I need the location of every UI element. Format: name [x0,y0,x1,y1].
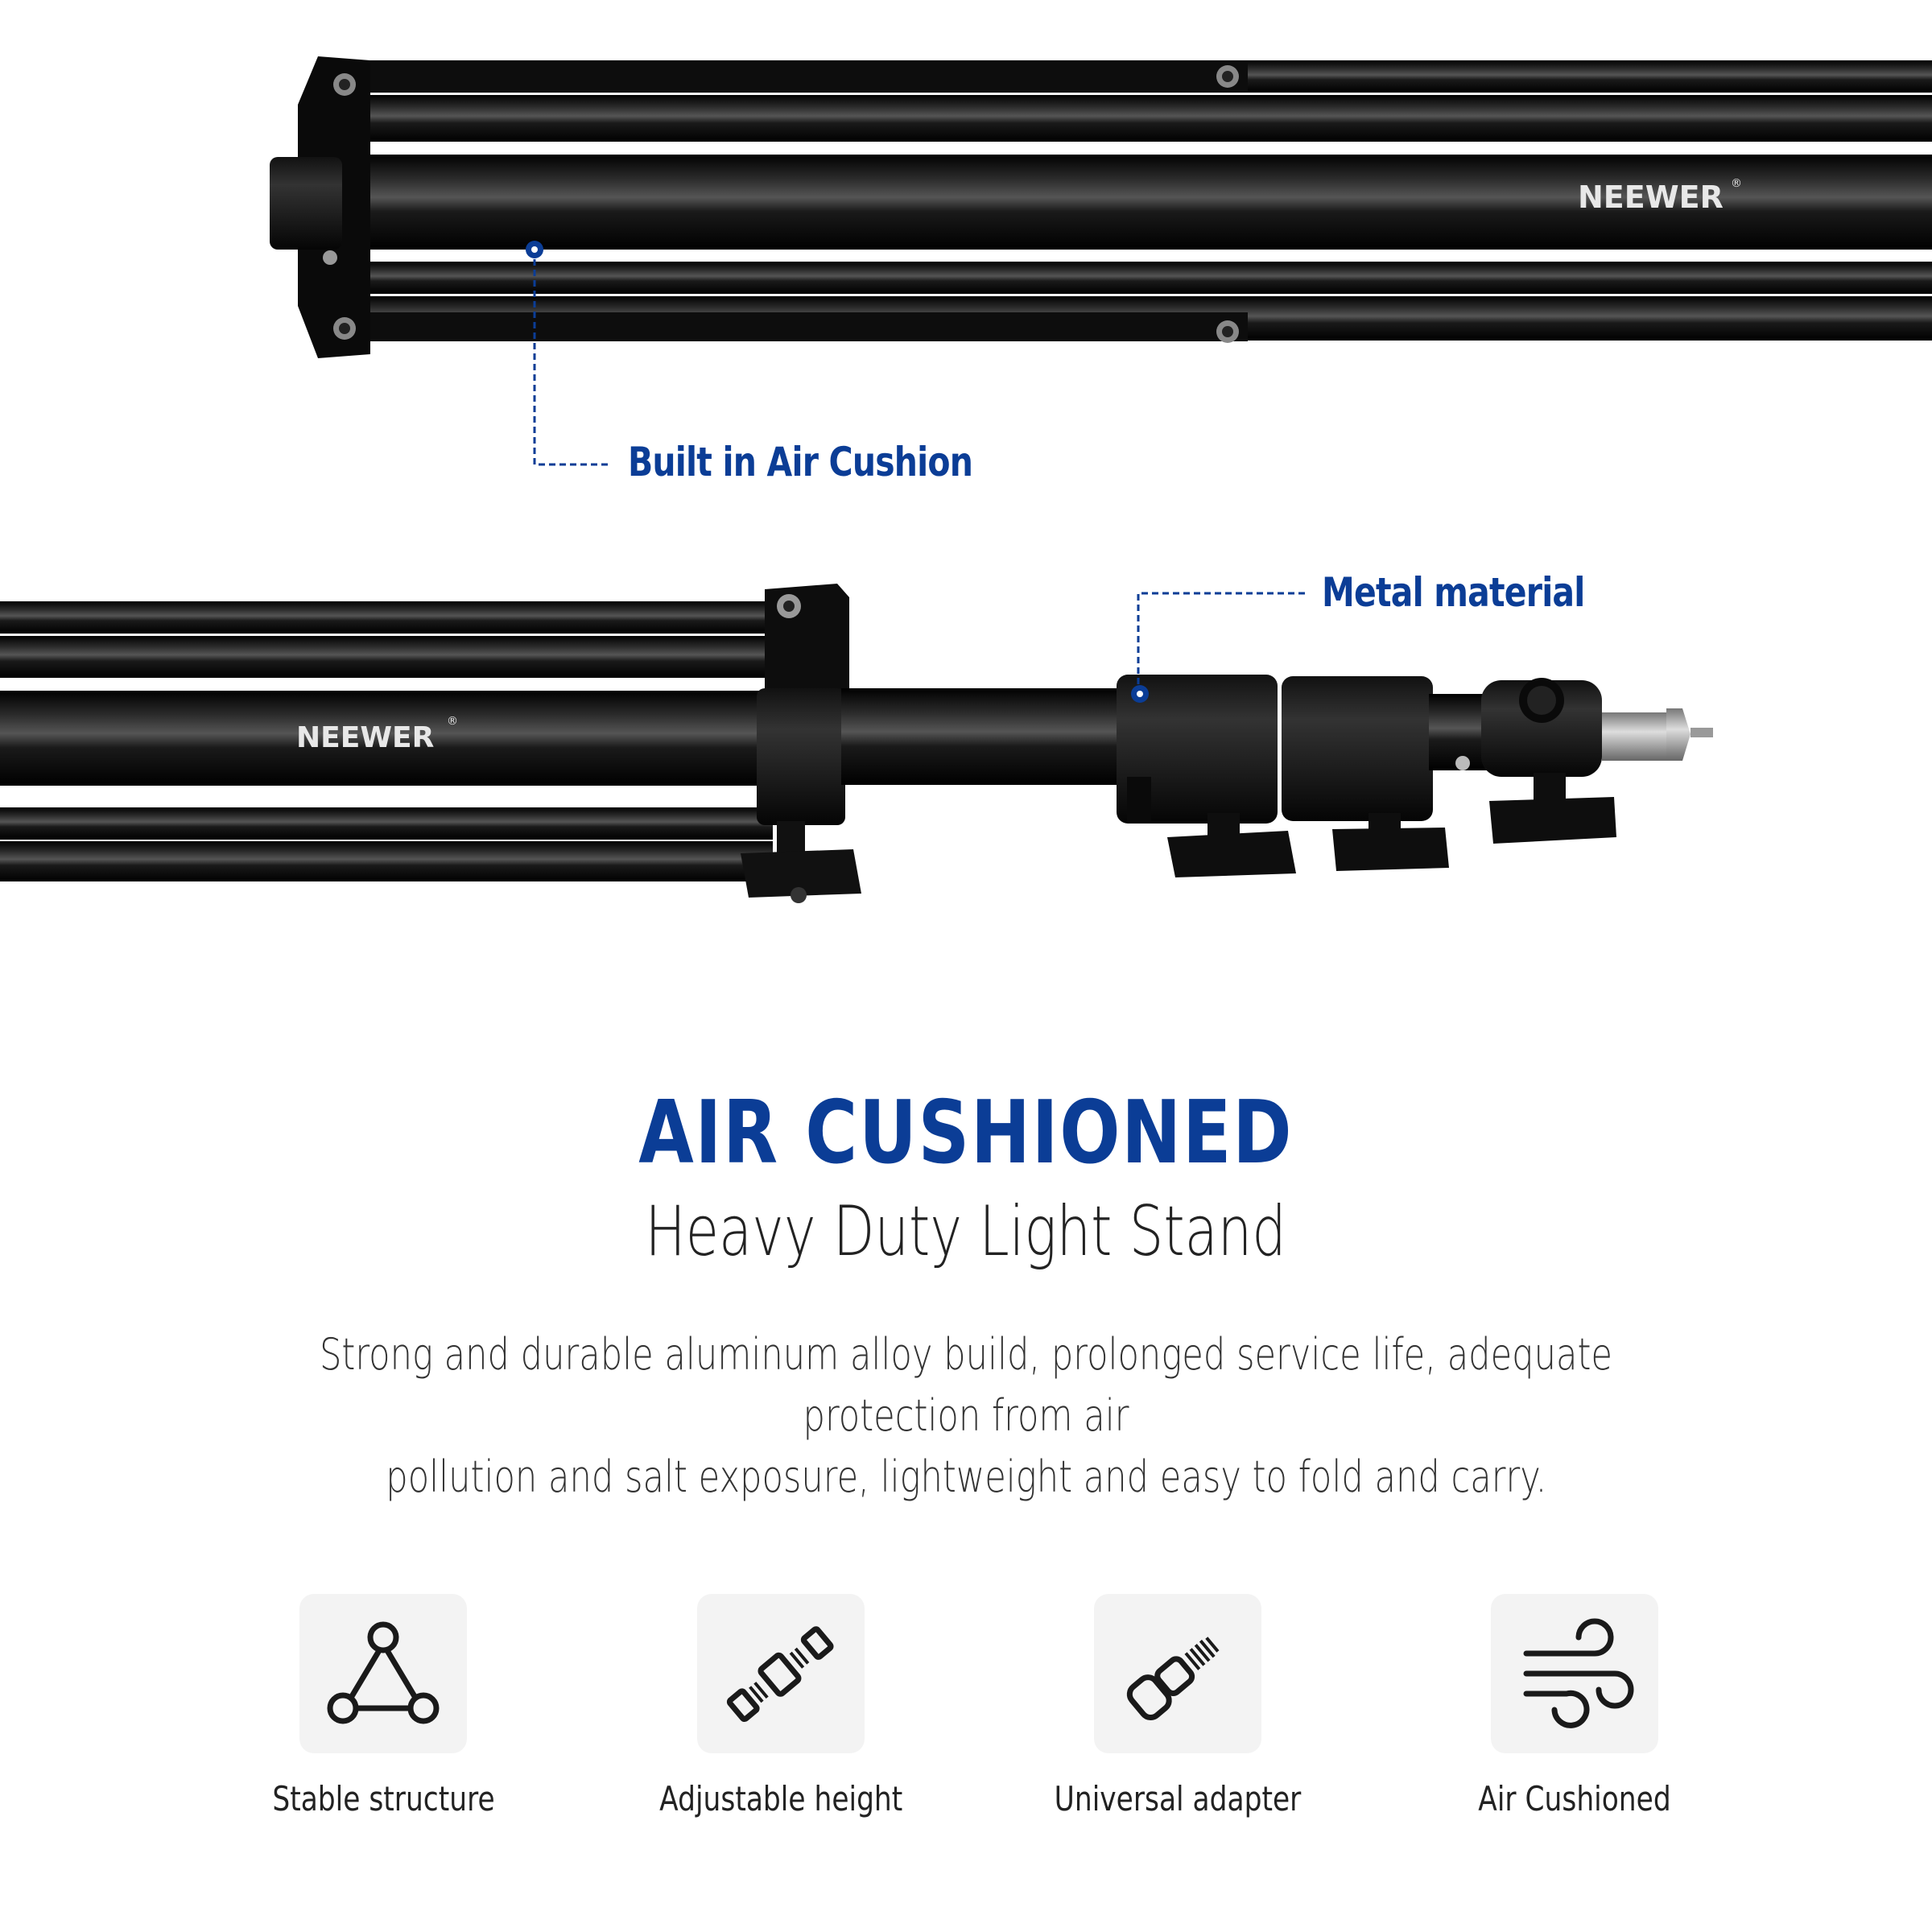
feature-tile [1491,1594,1658,1753]
feature-label: Stable structure [271,1779,495,1818]
svg-text:®: ® [447,715,458,728]
feature-label: Adjustable height [658,1779,903,1818]
feature-label: Universal adapter [1054,1779,1302,1818]
wind-icon [1523,1618,1634,1728]
page-title-text: AIR CUSHIONED [638,1083,1294,1183]
spigot-adapter-icon [1126,1637,1220,1720]
feature-label: Air Cushioned [1478,1779,1671,1818]
description-line-1: Strong and durable aluminum alloy build,… [320,1329,1612,1441]
brand-logo-top: NEEWER [1578,180,1724,215]
folded-stand-top: NEEWER ® [270,56,1932,466]
page-subtitle-text: Heavy Duty Light Stand [645,1191,1287,1272]
feature-air-cushioned: Air Cushioned [1414,1594,1736,1818]
page-title: AIR CUSHIONED [0,1083,1932,1183]
description-line-2: pollution and salt exposure, lightweight… [385,1451,1547,1502]
feature-adjustable-height: Adjustable height [620,1594,942,1818]
page-subtitle: Heavy Duty Light Stand [0,1191,1932,1272]
svg-text:®: ® [1731,177,1742,190]
feature-tile [299,1594,467,1753]
air-cushion-callout: Built in Air Cushion [628,439,973,485]
feature-tile [697,1594,865,1753]
product-description: Strong and durable aluminum alloy build,… [80,1324,1852,1508]
feature-stable-structure: Stable structure [222,1594,544,1818]
metal-material-callout: Metal material [1322,569,1585,616]
triangle-nodes-icon [327,1621,440,1724]
stand-head-bottom: NEEWER ® [0,584,1713,903]
feature-tile [1094,1594,1261,1753]
feature-universal-adapter: Universal adapter [1017,1594,1339,1818]
telescoping-tube-icon [726,1626,834,1723]
brand-logo-bottom: NEEWER [296,721,434,754]
product-photo: NEEWER ® NEEWER ® [0,56,1932,903]
